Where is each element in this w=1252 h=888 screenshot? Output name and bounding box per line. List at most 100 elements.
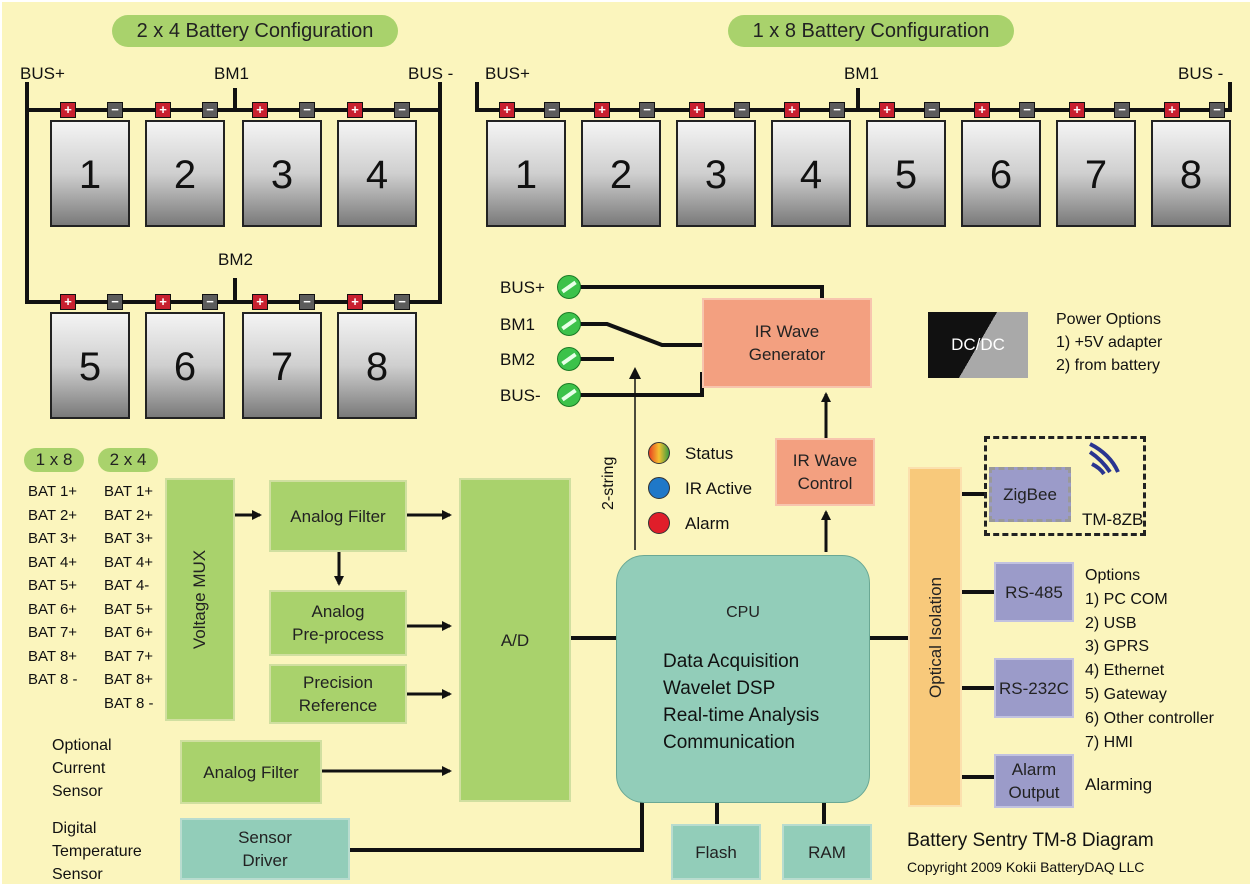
negative-terminal-icon: − [299, 102, 315, 118]
zigbee-option-group [984, 436, 1146, 536]
positive-terminal-icon: + [60, 294, 76, 310]
bus-minus-label: BUS - [408, 64, 454, 83]
battery-cell: 4 [337, 120, 417, 227]
positive-terminal-icon: + [252, 294, 268, 310]
negative-terminal-icon: − [829, 102, 845, 118]
alarm-led-icon [648, 512, 670, 534]
bm2-label: BM2 [218, 250, 253, 269]
battery-cell: 6 [961, 120, 1041, 227]
connector-label: BM2 [500, 350, 535, 369]
bat-list-1x8: BAT 1+ BAT 2+ BAT 3+ BAT 4+ BAT 5+ BAT 6… [28, 480, 77, 692]
bat-input-label: BAT 1+ [28, 483, 78, 500]
battery-cell: 8 [1151, 120, 1231, 227]
negative-terminal-icon: − [544, 102, 560, 118]
positive-terminal-icon: + [499, 102, 515, 118]
sensor-driver-block: Sensor Driver [180, 818, 350, 880]
connector-label: BM1 [500, 315, 535, 334]
negative-terminal-icon: − [1114, 102, 1130, 118]
rs485-block: RS-485 [994, 562, 1074, 622]
screw-terminal-icon [557, 312, 581, 336]
battery-cell: 5 [866, 120, 946, 227]
battery-cell: 8 [337, 312, 417, 419]
rs232c-block: RS-232C [994, 658, 1074, 718]
bm1-label: BM1 [844, 64, 879, 83]
negative-terminal-icon: − [639, 102, 655, 118]
tag-2x4: 2 x 4 [98, 448, 158, 472]
dcdc-block: DC/DC [928, 312, 1028, 378]
positive-terminal-icon: + [155, 294, 171, 310]
battery-cell: 2 [145, 120, 225, 227]
two-string-label: 2-string [600, 456, 617, 510]
negative-terminal-icon: − [734, 102, 750, 118]
bm1-label: BM1 [214, 64, 249, 83]
bat-input-label: BAT 2+ [28, 506, 78, 524]
led-label: Alarm [685, 514, 730, 533]
battery-cell: 5 [50, 312, 130, 419]
bat-input-label: BAT 6+ [104, 624, 154, 641]
comm-options-text: Options 1) PC COM 2) USB 3) GPRS 4) Ethe… [1085, 567, 1214, 751]
led-label: Status [685, 444, 734, 463]
status-led-icon [648, 442, 670, 464]
battery-cell: 1 [50, 120, 130, 227]
config-1x8-title: 1 x 8 Battery Configuration [728, 15, 1014, 47]
voltage-mux-block: Voltage MUX [165, 478, 235, 721]
diagram-title: Battery Sentry TM-8 Diagram [907, 830, 1154, 851]
bat-input-label: BAT 4+ [104, 553, 154, 571]
screw-terminal-icon [557, 347, 581, 371]
positive-terminal-icon: + [784, 102, 800, 118]
bat-list-2x4: BAT 1+ BAT 2+ BAT 3+ BAT 4+ BAT 4- BAT 5… [104, 480, 153, 715]
tm8zb-label: TM-8ZB [1082, 510, 1144, 529]
cpu-title: CPU [726, 604, 760, 621]
bus-plus-label: BUS+ [485, 64, 530, 83]
negative-terminal-icon: − [1019, 102, 1035, 118]
negative-terminal-icon: − [107, 102, 123, 118]
negative-terminal-icon: − [1209, 102, 1225, 118]
ir-active-led-icon [648, 477, 670, 499]
precision-reference-block: Precision Reference [269, 664, 407, 724]
negative-terminal-icon: − [299, 294, 315, 310]
ram-block: RAM [782, 824, 872, 880]
bat-input-label: BAT 7+ [104, 647, 154, 665]
bat-input-label: BAT 8 - [28, 671, 78, 688]
positive-terminal-icon: + [594, 102, 610, 118]
bat-input-label: BAT 6+ [28, 600, 78, 618]
positive-terminal-icon: + [347, 102, 363, 118]
analog-preprocess-block: Analog Pre-process [269, 590, 407, 656]
negative-terminal-icon: − [202, 102, 218, 118]
current-sensor-label: Optional Current Sensor [52, 737, 112, 800]
bat-input-label: BAT 2+ [104, 506, 154, 524]
connector-label: BUS+ [500, 278, 545, 297]
screw-terminal-icon [557, 275, 581, 299]
bat-input-label: BAT 8+ [28, 647, 78, 665]
power-options-text: Power Options 1) +5V adapter 2) from bat… [1056, 311, 1163, 374]
negative-terminal-icon: − [202, 294, 218, 310]
positive-terminal-icon: + [879, 102, 895, 118]
bat-input-label: BAT 5+ [28, 577, 78, 594]
battery-cell: 4 [771, 120, 851, 227]
positive-terminal-icon: + [1069, 102, 1085, 118]
voltage-mux-label: Voltage MUX [190, 549, 210, 650]
ir-wave-control-block: IR Wave Control [775, 438, 875, 506]
optical-isolation-label: Optical Isolation [925, 576, 945, 698]
bat-input-label: BAT 4- [104, 577, 150, 594]
battery-cell: 7 [242, 312, 322, 419]
analog-filter-block: Analog Filter [269, 480, 407, 552]
bat-input-label: BAT 8+ [104, 671, 154, 688]
bat-input-label: BAT 5+ [104, 600, 154, 618]
bat-input-label: BAT 8 - [104, 694, 154, 712]
bat-input-label: BAT 4+ [28, 553, 78, 571]
temperature-sensor-label: Digital Temperature Sensor [52, 820, 142, 883]
bat-input-label: BAT 3+ [104, 530, 154, 547]
bus-plus-label: BUS+ [20, 64, 65, 83]
negative-terminal-icon: − [394, 294, 410, 310]
positive-terminal-icon: + [60, 102, 76, 118]
zigbee-block: ZigBee [989, 467, 1071, 522]
negative-terminal-icon: − [107, 294, 123, 310]
copyright-text: Copyright 2009 Kokii BatteryDAQ LLC [907, 859, 1145, 875]
cpu-block: CPU Data Acquisition Wavelet DSP Real-ti… [616, 555, 870, 803]
alarm-output-block: Alarm Output [994, 754, 1074, 808]
tag-1x8: 1 x 8 [24, 448, 84, 472]
negative-terminal-icon: − [924, 102, 940, 118]
